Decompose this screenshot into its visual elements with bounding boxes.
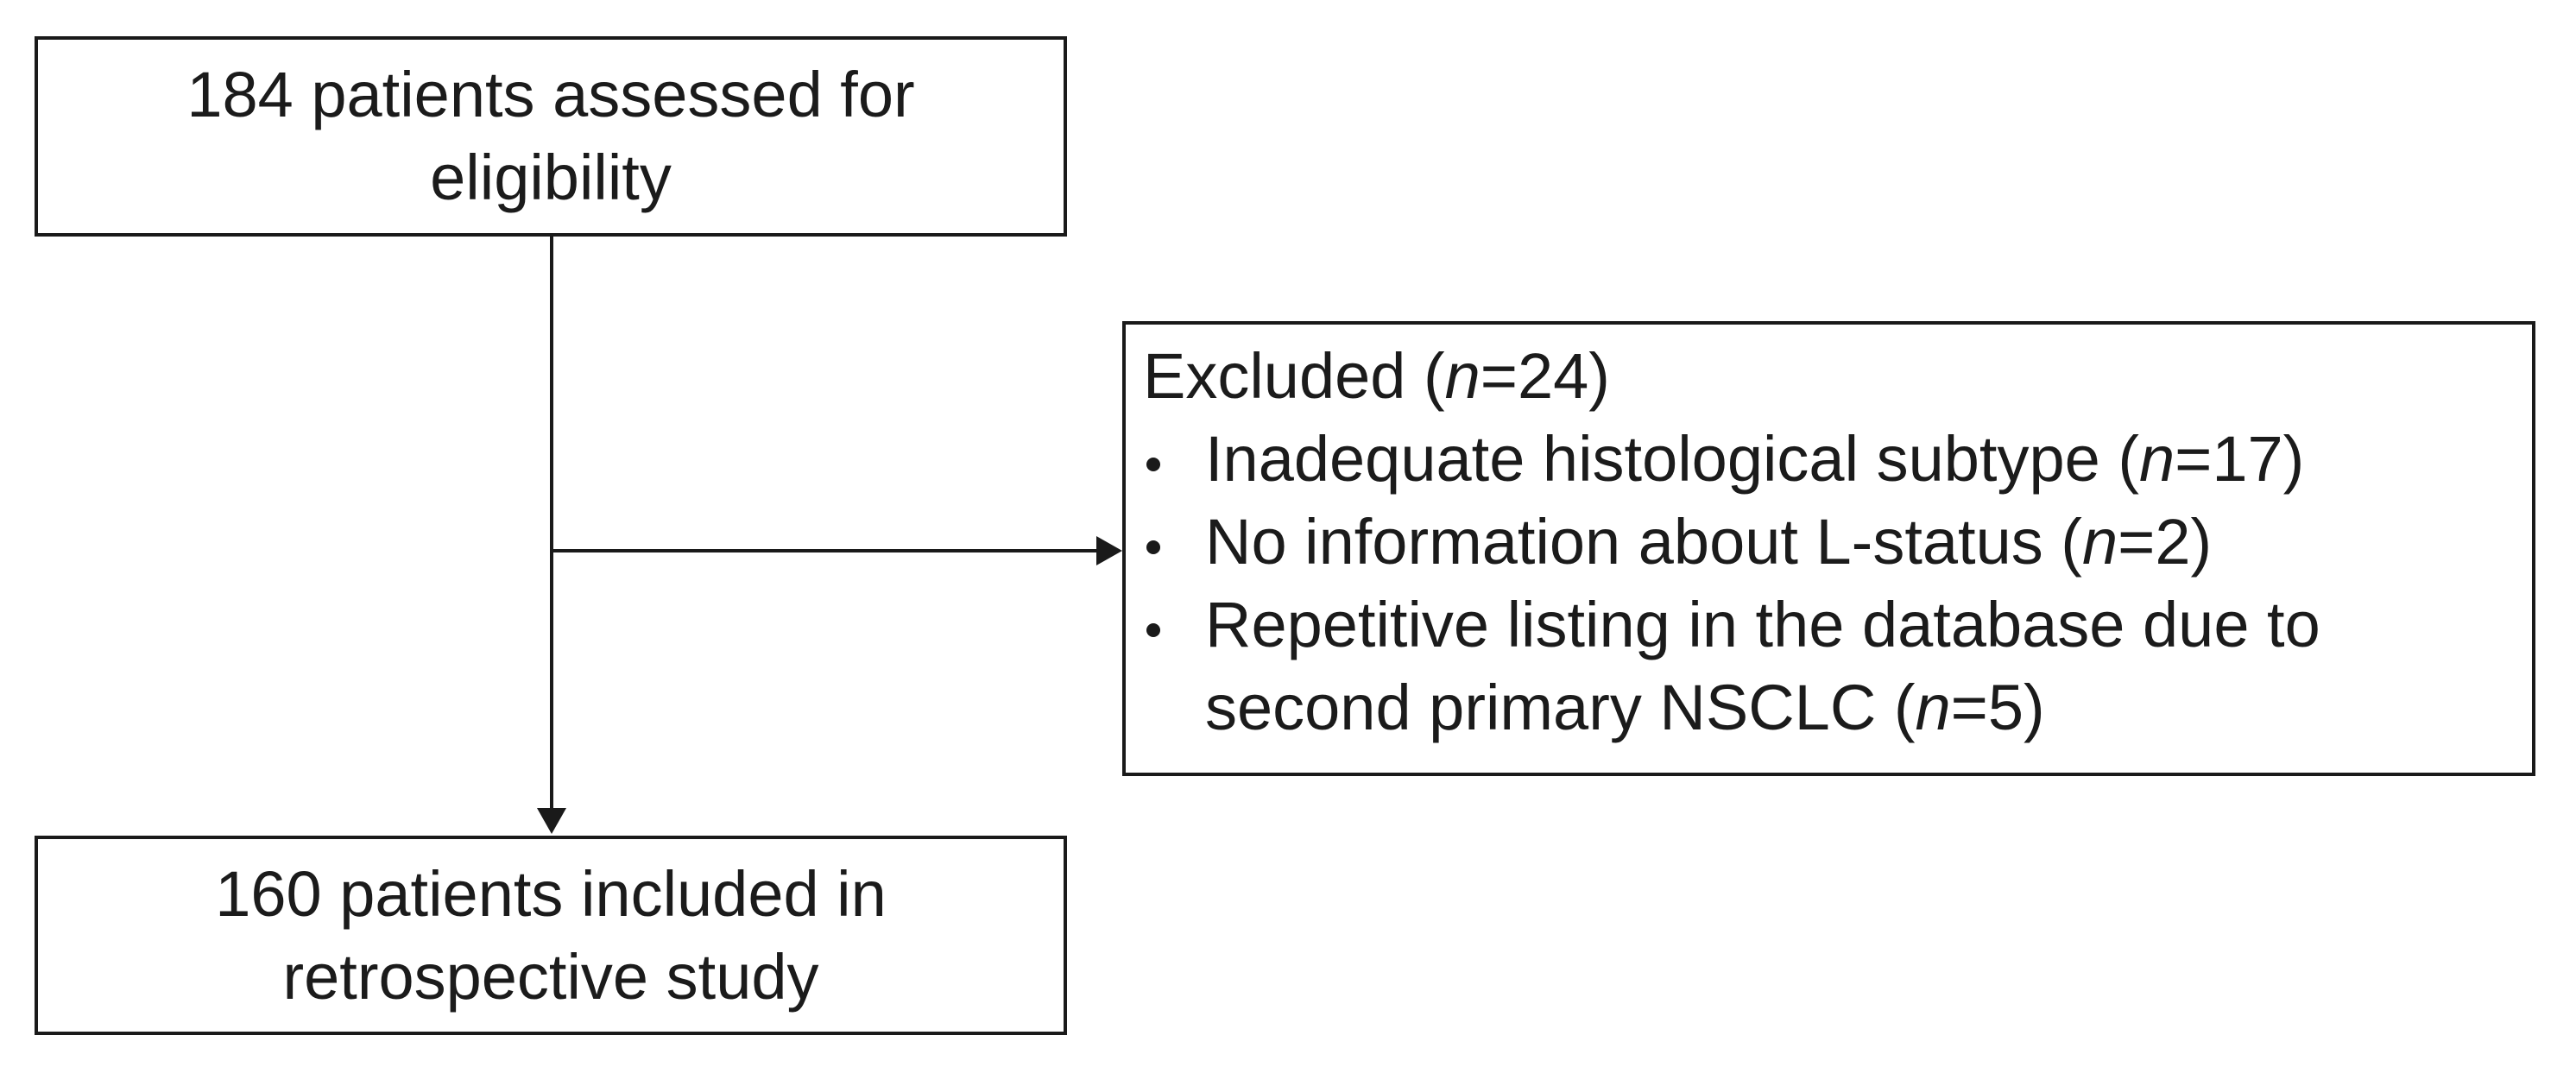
bullet-icon — [1146, 540, 1160, 554]
assessed-box-line2: eligibility — [430, 142, 672, 213]
bullet-3-line2: second primary NSCLC ( — [1205, 672, 1916, 743]
excluded-bullet-1-text: Inadequate histological subtype (n=17) — [1205, 418, 2304, 501]
excluded-title-n: n — [1444, 340, 1481, 412]
bullet-dot-col — [1143, 501, 1205, 554]
included-box: 160 patients included in retrospective s… — [35, 836, 1067, 1035]
assessed-box: 184 patients assessed for eligibility — [35, 36, 1067, 237]
excluded-box: Excluded (n=24) Inadequate histological … — [1122, 321, 2535, 776]
right-arrow-line — [552, 549, 1096, 552]
down-arrowhead-icon — [537, 808, 566, 834]
excluded-bullet-2: No information about L-status (n=2) — [1143, 501, 2511, 584]
down-arrow-line — [550, 237, 553, 810]
bullet-dot-col — [1143, 418, 1205, 471]
bullet-icon — [1146, 623, 1160, 637]
assessed-box-line1: 184 patients assessed for — [186, 59, 915, 130]
excluded-bullet-2-text: No information about L-status (n=2) — [1205, 501, 2212, 584]
excluded-title-count: =24) — [1480, 340, 1610, 412]
bullet-2-text: No information about L-status ( — [1205, 506, 2082, 578]
bullet-3-line1: Repetitive listing in the database due t… — [1205, 589, 2320, 660]
included-box-line1: 160 patients included in — [215, 857, 887, 930]
right-arrowhead-icon — [1096, 536, 1122, 565]
bullet-2-count: =2) — [2118, 506, 2213, 578]
bullet-1-n: n — [2138, 423, 2175, 495]
excluded-title-text: Excluded ( — [1143, 340, 1445, 412]
excluded-title: Excluded (n=24) — [1143, 335, 2511, 418]
bullet-3-count: =5) — [1950, 672, 2045, 743]
bullet-2-n: n — [2081, 506, 2118, 578]
bullet-1-count: =17) — [2175, 423, 2305, 495]
excluded-bullet-3-text: Repetitive listing in the database due t… — [1205, 584, 2320, 749]
bullet-3-n: n — [1915, 672, 1951, 743]
bullet-1-text: Inadequate histological subtype ( — [1205, 423, 2139, 495]
bullet-icon — [1146, 458, 1160, 471]
included-box-line2: retrospective study — [282, 940, 819, 1013]
bullet-dot-col — [1143, 584, 1205, 637]
excluded-bullet-3: Repetitive listing in the database due t… — [1143, 584, 2511, 749]
excluded-bullet-1: Inadequate histological subtype (n=17) — [1143, 418, 2511, 501]
